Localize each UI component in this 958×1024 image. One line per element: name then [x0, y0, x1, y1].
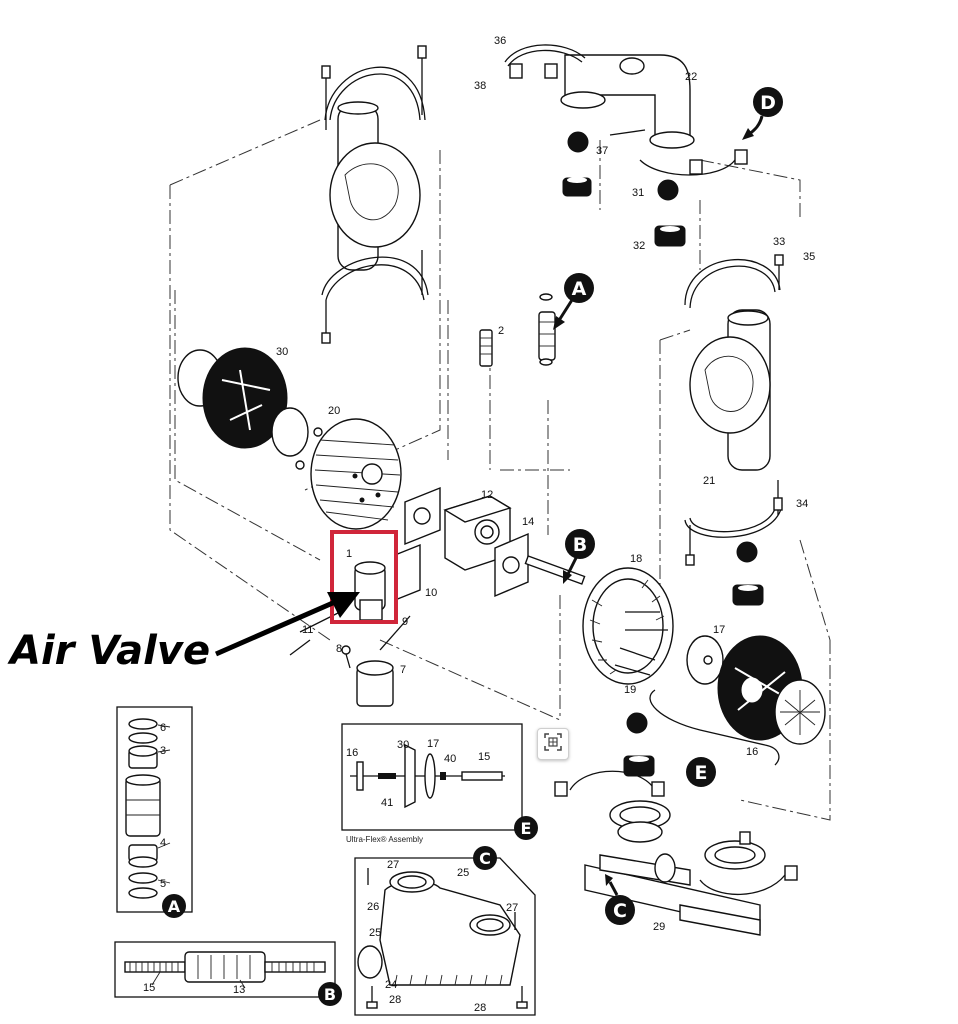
part-number: 9	[402, 616, 408, 628]
bubble-a-main: A	[553, 273, 594, 330]
part-number: 29	[653, 921, 665, 933]
right-diaphragm-stack	[582, 567, 826, 766]
part-number: 19	[624, 684, 636, 696]
part-number: 22	[685, 71, 697, 83]
part-number: 3	[160, 745, 166, 757]
part-number: 40	[444, 753, 456, 765]
part-number: 36	[494, 35, 506, 47]
part-number: 12	[481, 489, 493, 501]
part-number: 41	[381, 797, 393, 809]
part-number: 35	[803, 251, 815, 263]
part-number: 28	[389, 994, 401, 1006]
air-valve-label: Air Valve	[7, 628, 210, 674]
part-number: 7	[400, 664, 406, 676]
part-number: 25	[369, 927, 381, 939]
center-body-assembly	[289, 293, 586, 707]
part-number: 27	[506, 902, 518, 914]
part-number: 33	[773, 236, 785, 248]
part-number-labels: 1 2 3 4 5 6 7 8 9 10 11 12 13 14 15 15 1…	[143, 35, 815, 1014]
bubble-e-main: E	[686, 757, 716, 787]
svg-text:E: E	[521, 819, 532, 838]
left-diaphragm-stack	[177, 347, 402, 530]
part-number: 18	[630, 553, 642, 565]
part-number: 6	[160, 722, 166, 734]
svg-text:B: B	[573, 534, 587, 556]
part-number: 31	[632, 187, 644, 199]
part-number: 27	[387, 859, 399, 871]
part-number: 38	[474, 80, 486, 92]
part-number: 25	[457, 867, 469, 879]
part-number: 24	[385, 979, 397, 991]
part-number: 10	[425, 587, 437, 599]
air-valve-arrow	[214, 592, 360, 657]
inset-b	[114, 941, 336, 998]
part-number: 28	[474, 1002, 486, 1014]
part-number: 30	[276, 346, 288, 358]
part-number: 14	[522, 516, 534, 528]
svg-text:C: C	[613, 900, 627, 922]
part-number: 16	[346, 747, 358, 759]
bubble-b-main: B	[563, 529, 595, 584]
part-number: 5	[160, 878, 166, 890]
inset-c	[354, 857, 536, 1016]
inset-a	[116, 706, 193, 913]
svg-text:C: C	[479, 849, 491, 868]
part-number: 34	[796, 498, 808, 510]
svg-text:A: A	[572, 278, 587, 300]
left-chamber-assembly	[321, 45, 429, 344]
svg-text:A: A	[168, 897, 181, 916]
part-number: 17	[427, 738, 439, 750]
part-number: 26	[367, 901, 379, 913]
ultraflex-caption: Ultra-Flex® Assembly	[346, 835, 423, 844]
part-number: 13	[233, 984, 245, 996]
inset-e	[341, 723, 523, 831]
bottom-manifold-assembly	[554, 770, 798, 936]
svg-text:D: D	[760, 92, 776, 114]
bubble-b-inset: B	[318, 982, 342, 1006]
svg-text:B: B	[324, 985, 336, 1004]
part-number: 20	[328, 405, 340, 417]
part-number: 30	[397, 739, 409, 751]
part-number: 32	[633, 240, 645, 252]
part-number: 11	[302, 624, 313, 636]
air-valve-highlight	[330, 530, 398, 624]
part-number: 15	[143, 982, 155, 994]
scan-button[interactable]	[537, 728, 569, 760]
right-chamber-assembly	[684, 254, 784, 566]
scan-icon	[544, 732, 562, 756]
bubble-d-main: D	[742, 87, 783, 140]
part-number: 15	[478, 751, 490, 763]
bubble-e-inset: E	[514, 816, 538, 840]
top-manifold-assembly	[504, 44, 764, 777]
bubble-a-inset: A	[162, 894, 186, 918]
part-number: 8	[336, 643, 342, 655]
part-number: 37	[596, 145, 608, 157]
part-number: 2	[498, 325, 504, 337]
part-number: 4	[160, 837, 166, 849]
part-number: 17	[713, 624, 725, 636]
assembly-lines	[169, 119, 831, 821]
svg-text:E: E	[695, 762, 708, 784]
part-number: 21	[703, 475, 715, 487]
bubble-c-inset: C	[473, 846, 497, 870]
part-number: 1	[346, 548, 352, 560]
bubble-c-main: C	[605, 874, 635, 925]
part-number: 16	[746, 746, 758, 758]
